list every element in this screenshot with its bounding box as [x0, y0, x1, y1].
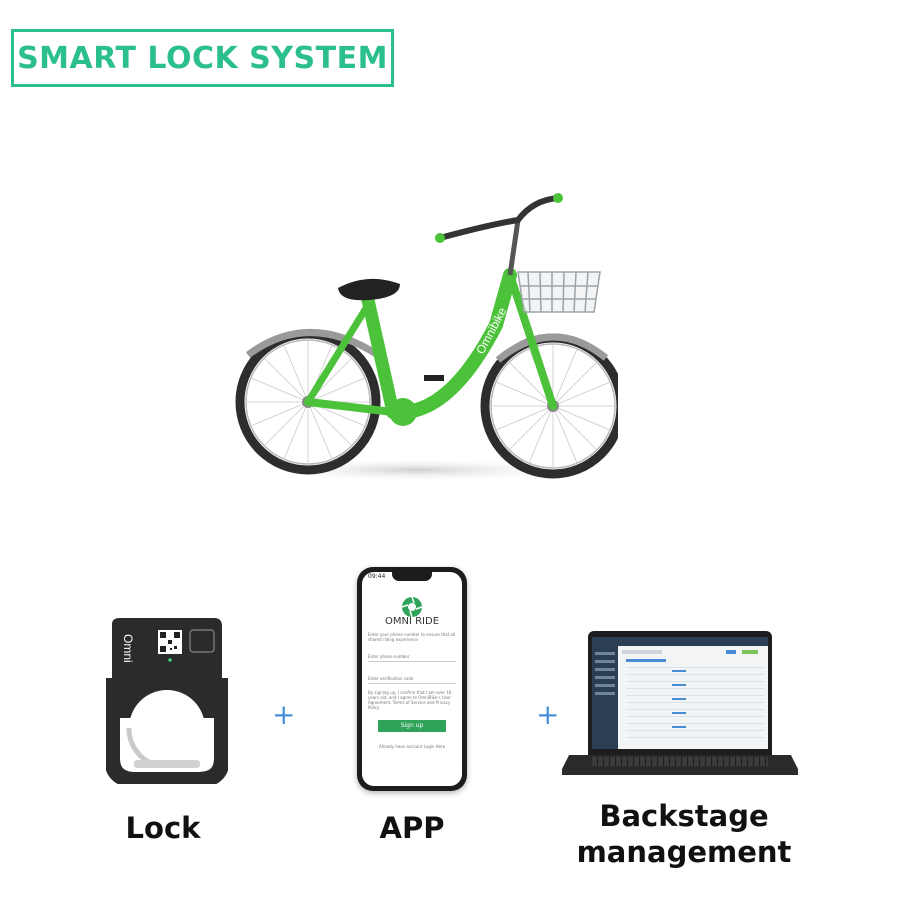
table-cell [672, 726, 686, 728]
laptop-image [588, 631, 772, 755]
title-box: SMART LOCK SYSTEM [11, 29, 394, 87]
table-row [626, 681, 764, 682]
phone-notch [392, 572, 432, 581]
table-row [626, 716, 764, 717]
app-intro-text: Enter your phone number to ensure that a… [368, 632, 456, 642]
table-row [626, 730, 764, 731]
table-row [626, 688, 764, 689]
laptop-keyboard [592, 757, 768, 766]
admin-dashboard-screen [592, 637, 768, 749]
status-time: 09:44 [368, 573, 386, 580]
admin-nav-item [595, 684, 615, 687]
table-row [626, 737, 764, 738]
admin-top-bar [592, 637, 768, 646]
page-title: SMART LOCK SYSTEM [17, 40, 388, 76]
table-row [626, 695, 764, 696]
admin-sidebar [592, 646, 618, 749]
admin-tab-bar [626, 659, 666, 662]
admin-search-field [622, 650, 662, 654]
plus-separator-2: + [536, 698, 560, 731]
table-cell [672, 684, 686, 686]
table-cell [672, 670, 686, 672]
omni-logo-icon [401, 596, 423, 618]
basket [517, 271, 601, 313]
lock-label: Lock [125, 811, 201, 845]
lock-logo-text: Omni [121, 634, 135, 663]
verification-code-input[interactable]: Enter verification code [368, 676, 414, 681]
phone-screen: 09:44 OMNI RIDE Enter your phone number … [362, 572, 462, 786]
table-row [626, 723, 764, 724]
table-row [626, 667, 764, 668]
terms-text: By signing up, I confirm that I am over … [368, 690, 452, 710]
backstage-label-line1: Backstage [599, 799, 769, 833]
phone-number-input[interactable]: Enter phone number [368, 654, 410, 659]
phone-image: 09:44 OMNI RIDE Enter your phone number … [357, 567, 467, 791]
app-label: APP [379, 811, 445, 845]
table-row [626, 702, 764, 703]
admin-nav-item [595, 668, 615, 671]
login-link[interactable]: Already have account Login Here [378, 744, 446, 749]
admin-add-button [742, 650, 758, 654]
seat [338, 278, 400, 301]
code-input-underline [368, 683, 456, 684]
backstage-label-line2: management [576, 835, 792, 869]
phone-input-underline [368, 661, 456, 662]
table-row [626, 709, 764, 710]
table-row [626, 674, 764, 675]
bike-brand-text: Omnibike [473, 305, 509, 357]
bike-illustration: Omnibike [235, 193, 618, 482]
smart-lock-image: Omni [106, 618, 228, 784]
table-cell [672, 698, 686, 700]
admin-search-button [726, 650, 736, 654]
admin-nav-item [595, 676, 615, 679]
admin-nav-item [595, 652, 615, 655]
signup-button[interactable]: Sign up [378, 720, 446, 732]
plus-separator-1: + [272, 698, 296, 731]
app-name: OMNI RIDE [384, 616, 440, 627]
table-cell [672, 712, 686, 714]
admin-nav-item [595, 692, 615, 695]
laptop-base [562, 755, 798, 775]
admin-nav-item [595, 660, 615, 663]
